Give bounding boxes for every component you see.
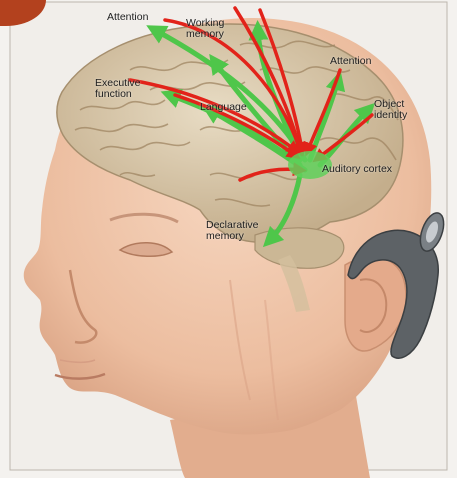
label-attention-right: Attention	[330, 56, 371, 67]
label-executive-line2: function	[95, 89, 141, 100]
label-attention-left: Attention	[107, 12, 148, 23]
label-working-memory: Working memory	[186, 18, 224, 40]
label-executive-function: Executive function	[95, 78, 141, 100]
label-working-line2: memory	[186, 29, 224, 40]
label-auditory-cortex: Auditory cortex	[322, 164, 392, 175]
label-object-identity: Object identity	[374, 99, 407, 121]
label-declarative-line2: memory	[206, 231, 259, 242]
label-declarative-memory: Declarative memory	[206, 220, 259, 242]
label-object-line2: identity	[374, 110, 407, 121]
label-language: Language	[200, 102, 247, 113]
